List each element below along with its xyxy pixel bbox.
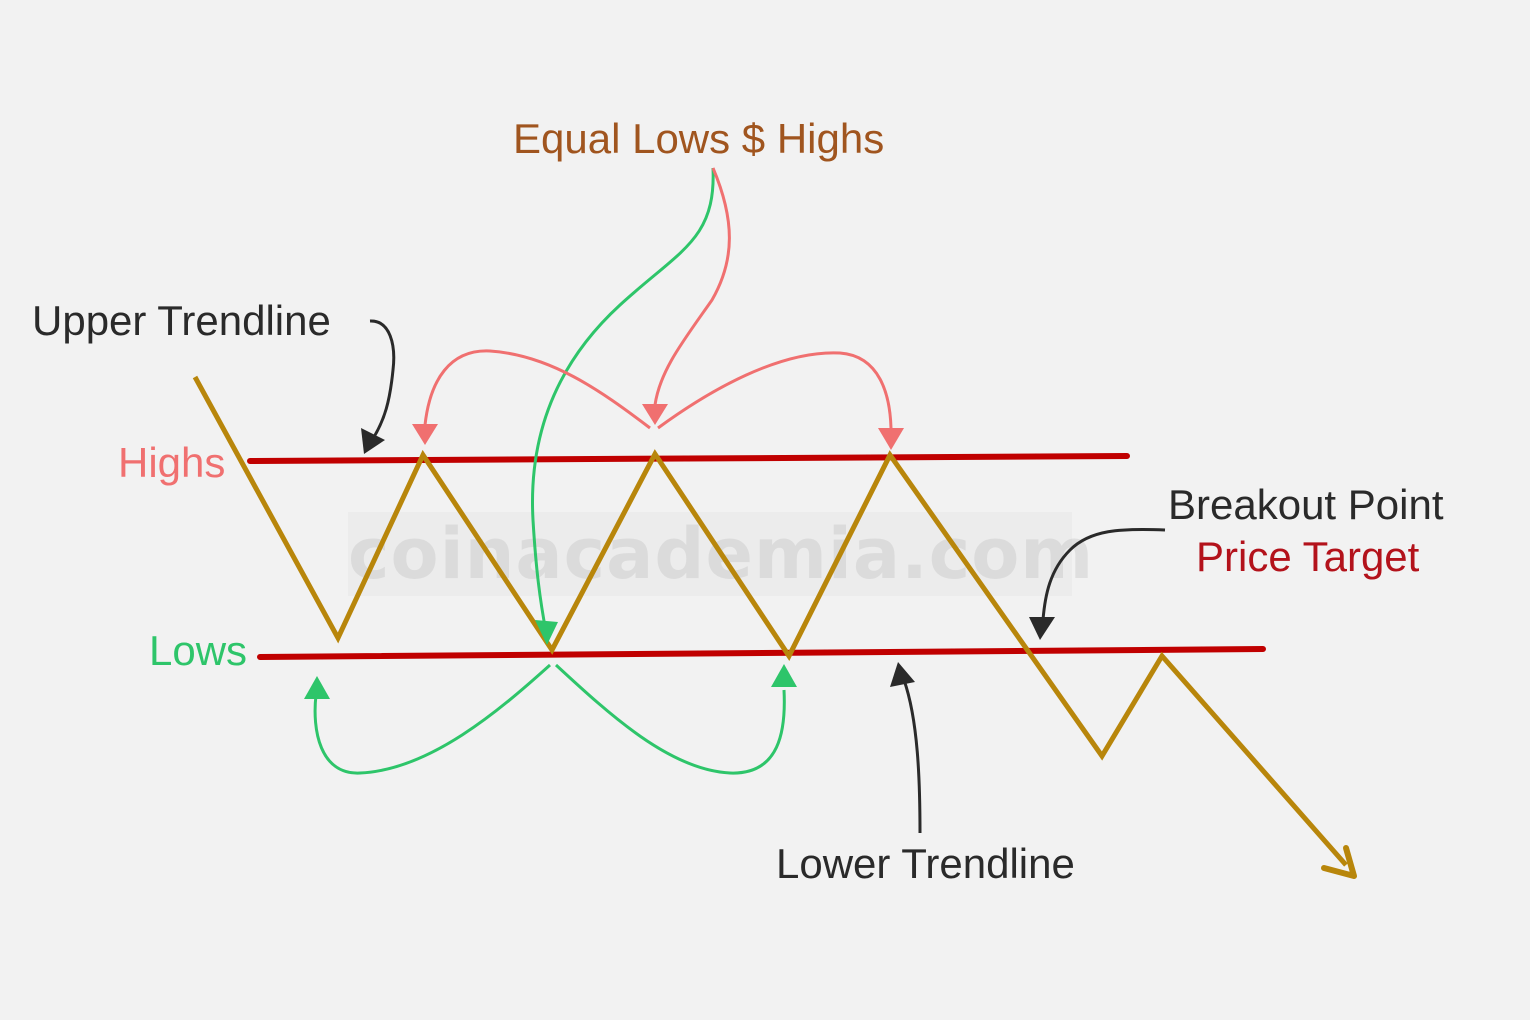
lower-trendline-pointer xyxy=(902,679,922,834)
lows-arrow-right xyxy=(554,663,786,775)
price-path-arrowhead xyxy=(1321,845,1357,879)
breakout-point-label: Breakout Point xyxy=(1168,481,1444,528)
lower-trendline-pointer-arrowhead xyxy=(890,662,915,687)
equal-lows-arrow xyxy=(530,167,715,633)
upper-trendline-label: Upper Trendline xyxy=(32,297,331,344)
highs-arrowhead-right xyxy=(878,428,904,450)
equal-lows-arrowhead xyxy=(535,620,558,645)
lows-arrowhead-right xyxy=(771,664,797,687)
highs-arrow-right xyxy=(657,351,893,430)
lows-arrowhead-left xyxy=(304,676,330,699)
breakout-pointer-arrowhead xyxy=(1029,617,1055,640)
lows-arrow-left xyxy=(313,663,552,775)
equal-highs-arrowhead xyxy=(642,404,668,425)
price-target-label: Price Target xyxy=(1196,533,1420,580)
lows-label: Lows xyxy=(149,627,248,674)
equal-highs-arrow xyxy=(653,167,731,406)
upper-trendline-pointer-arrowhead xyxy=(361,428,385,454)
upper-trendline-pointer xyxy=(369,319,396,441)
lower-trendline-label: Lower Trendline xyxy=(776,840,1075,887)
upper-trendline xyxy=(247,453,1130,464)
highs-arrow-left xyxy=(423,349,651,430)
highs-arrowhead-left xyxy=(412,424,438,445)
diagram-title: Equal Lows $ Highs xyxy=(513,115,885,162)
highs-label: Highs xyxy=(118,439,226,486)
breakout-pointer xyxy=(1041,527,1166,621)
lower-trendline xyxy=(257,646,1266,660)
price-path xyxy=(192,375,1348,867)
